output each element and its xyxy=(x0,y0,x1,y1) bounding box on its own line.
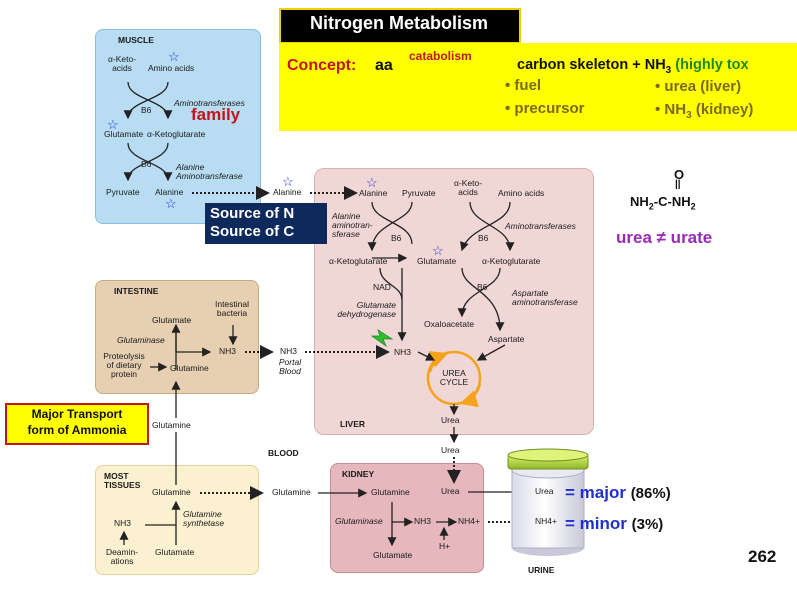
urea-vs-urate: urea ≠ urate xyxy=(616,228,713,247)
muscle-alanine: Alanine xyxy=(155,187,184,197)
intestine-glutamine: Glutamine xyxy=(170,363,209,373)
liver-glutamate: Glutamate xyxy=(417,256,457,266)
kidney-glutamate: Glutamate xyxy=(373,550,413,560)
liver-region xyxy=(314,168,594,435)
urea-double-bond: || xyxy=(675,179,681,190)
liver-b6-right: B6 xyxy=(478,233,489,243)
intestine-glutaminase: Glutaminase xyxy=(117,335,165,345)
liver-alanine-at: Alanine aminotran- sferase xyxy=(332,211,373,240)
intestine-bacteria: Intestinal bacteria xyxy=(214,299,250,319)
kidney-h: H+ xyxy=(439,541,451,551)
source-c: Source of C xyxy=(210,223,295,240)
kidney-nh3: NH3 xyxy=(414,516,432,526)
muscle-glutamate: Glutamate xyxy=(104,129,144,139)
tissues-header: MOST TISSUES xyxy=(104,471,141,491)
transport-line1: Major Transport xyxy=(31,407,123,421)
intestine-nh3: NH3 xyxy=(219,346,237,356)
catabolism-label: catabolism xyxy=(409,49,472,63)
transport-box xyxy=(5,403,149,445)
tissues-gs: Glutamine synthetase xyxy=(183,509,225,529)
liver-header: LIVER xyxy=(340,419,366,429)
muscle-keto-acids: α-Keto- acids xyxy=(107,54,137,74)
concept-products: carbon skeleton + NH3 (highly tox xyxy=(517,57,749,76)
star-icon: ☆ xyxy=(366,175,378,190)
intestine-glutamate: Glutamate xyxy=(152,315,192,325)
blood-glutamine-mid: Glutamine xyxy=(272,487,311,497)
fate-nh3: • NH3 (kidney) xyxy=(655,101,754,121)
urine-major: = major (86%) xyxy=(565,483,671,502)
page-title: Nitrogen Metabolism xyxy=(309,13,488,33)
urine-nh4: NH4+ xyxy=(535,516,557,526)
muscle-a-ketoglutarate: α-Ketoglutarate xyxy=(147,129,206,139)
blood-glutamine-up: Glutamine xyxy=(152,420,191,430)
kidney-glutaminase: Glutaminase xyxy=(335,516,383,526)
kidney-header: KIDNEY xyxy=(342,469,375,479)
muscle-amino-acids: Amino acids xyxy=(148,63,195,73)
tissues-glutamate: Glutamate xyxy=(155,547,195,557)
fate-fuel: • fuel xyxy=(505,77,542,94)
liver-b6-asp: B6 xyxy=(477,282,488,292)
kidney-glutamine: Glutamine xyxy=(371,487,410,497)
portal-blood: Portal Blood xyxy=(278,357,302,377)
muscle-pyruvate: Pyruvate xyxy=(106,187,140,197)
liver-pyruvate: Pyruvate xyxy=(402,188,436,198)
muscle-b6-bottom: B6 xyxy=(141,159,152,169)
star-icon: ☆ xyxy=(165,196,177,211)
blood-alanine: Alanine xyxy=(273,187,302,197)
liver-asp-at: Aspartate aminotransferase xyxy=(512,288,578,308)
transport-line2: form of Ammonia xyxy=(27,423,127,437)
fate-urea: • urea (liver) xyxy=(655,78,742,95)
liver-nh3: NH3 xyxy=(394,347,412,357)
urine-cup xyxy=(511,469,585,549)
liver-amino-acids: Amino acids xyxy=(498,188,545,198)
page-number: 262 xyxy=(748,547,777,566)
liver-gdh: Glutamate dehydrogenase xyxy=(337,300,396,320)
urine-label: URINE xyxy=(528,565,555,575)
urea-o: O xyxy=(674,167,685,182)
liver-urea: Urea xyxy=(441,415,460,425)
liver-nad: NAD xyxy=(373,282,391,292)
intestine-header: INTESTINE xyxy=(114,286,159,296)
muscle-region xyxy=(95,29,261,224)
star-icon: ☆ xyxy=(282,174,294,189)
tissues-nh3: NH3 xyxy=(114,518,132,528)
source-n: Source of N xyxy=(210,205,295,222)
blood-label: BLOOD xyxy=(268,448,299,458)
fate-precursor: • precursor xyxy=(505,100,585,117)
kidney-urea: Urea xyxy=(441,486,460,496)
tissues-region xyxy=(95,465,259,575)
liver-b6-left: B6 xyxy=(391,233,402,243)
liver-a-kg-left: α-Ketoglutarate xyxy=(329,256,388,266)
blood-urea: Urea xyxy=(441,445,460,455)
urine-urea: Urea xyxy=(535,486,554,496)
star-icon: ☆ xyxy=(107,117,119,132)
muscle-alanine-at: Alanine Aminotransferase xyxy=(176,162,243,182)
concept-label: Concept: xyxy=(287,57,357,74)
tissues-glutamine: Glutamine xyxy=(152,487,191,497)
liver-aminotransferases: Aminotransferases xyxy=(505,221,576,231)
muscle-aminotransferases: Aminotransferases xyxy=(174,98,245,108)
kidney-nh4: NH4+ xyxy=(458,516,480,526)
intestine-proteolysis: Proteolysis of dietary protein xyxy=(103,351,145,380)
muscle-b6-top: B6 xyxy=(141,105,152,115)
concept-subject: aa xyxy=(375,57,393,74)
liver-keto-acids: α-Keto- acids xyxy=(453,178,483,198)
star-icon: ☆ xyxy=(432,243,444,258)
muscle-header: MUSCLE xyxy=(118,35,154,45)
liver-a-kg-right: α-Ketoglutarate xyxy=(482,256,541,266)
concept-box xyxy=(279,43,797,131)
portal-nh3: NH3 xyxy=(280,346,298,356)
urea-formula: NH2-C-NH2 xyxy=(630,194,696,212)
liver-alanine: Alanine xyxy=(359,188,388,198)
urea-cycle-label: UREA CYCLE xyxy=(439,368,469,388)
family-label: family xyxy=(191,105,241,124)
source-box xyxy=(205,203,327,244)
liver-oxaloacetate: Oxaloacetate xyxy=(424,319,475,329)
star-icon: ☆ xyxy=(168,49,180,64)
liver-aspartate: Aspartate xyxy=(488,334,525,344)
tissues-deamin: Deamin- ations xyxy=(105,547,139,567)
urine-minor: = minor (3%) xyxy=(565,514,664,533)
